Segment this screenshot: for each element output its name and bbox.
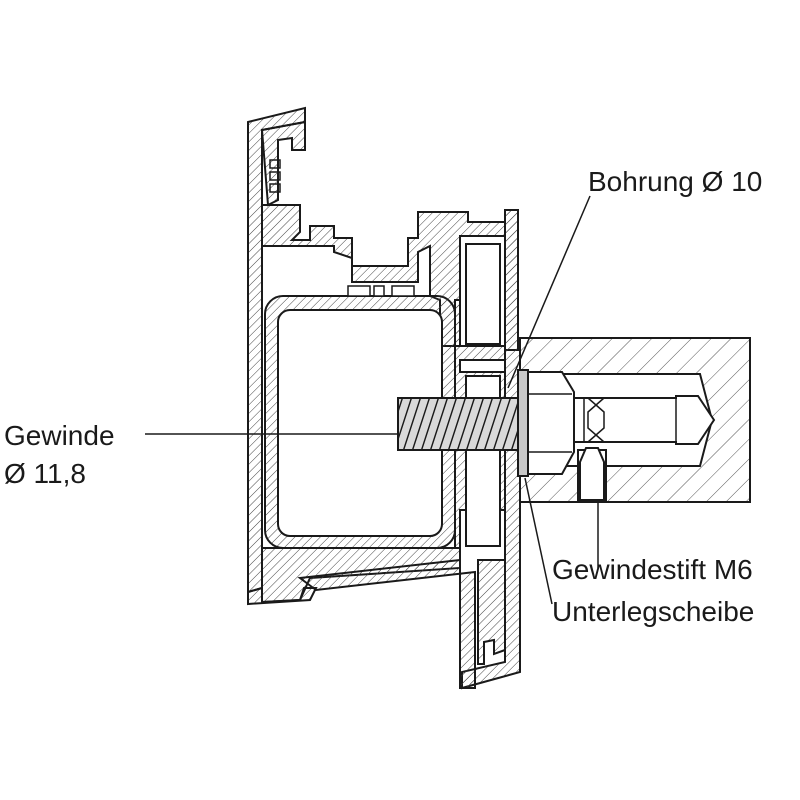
- threaded-section: [397, 397, 529, 451]
- leader-lines: [145, 195, 599, 605]
- profile-right-chamber-upper: [465, 243, 501, 345]
- bolt-shaft: [573, 395, 716, 445]
- profile-hook-teeth: [269, 159, 281, 193]
- label-gewinde: Gewinde: [4, 420, 115, 451]
- leader-bohrung: [507, 195, 591, 389]
- washer: [517, 369, 529, 477]
- set-screw: [579, 447, 605, 501]
- hex-nut: [527, 371, 575, 475]
- label-gewindestift: Gewindestift M6: [552, 554, 753, 585]
- leader-unterlegscheibe: [524, 477, 553, 605]
- profile-lower-leg: [247, 586, 318, 606]
- label-unterlegscheibe: Unterlegscheibe: [552, 596, 755, 627]
- label-bohrung: Bohrung Ø 10: [588, 166, 763, 197]
- bolt-assembly: [397, 369, 716, 501]
- profile-lower-slant: [297, 558, 476, 689]
- label-gewinde-diameter: Ø 11,8: [4, 458, 86, 489]
- profile-top-slots: [347, 285, 415, 297]
- profile-bottom-hook: [477, 559, 506, 665]
- profile-top-hook: [260, 120, 306, 207]
